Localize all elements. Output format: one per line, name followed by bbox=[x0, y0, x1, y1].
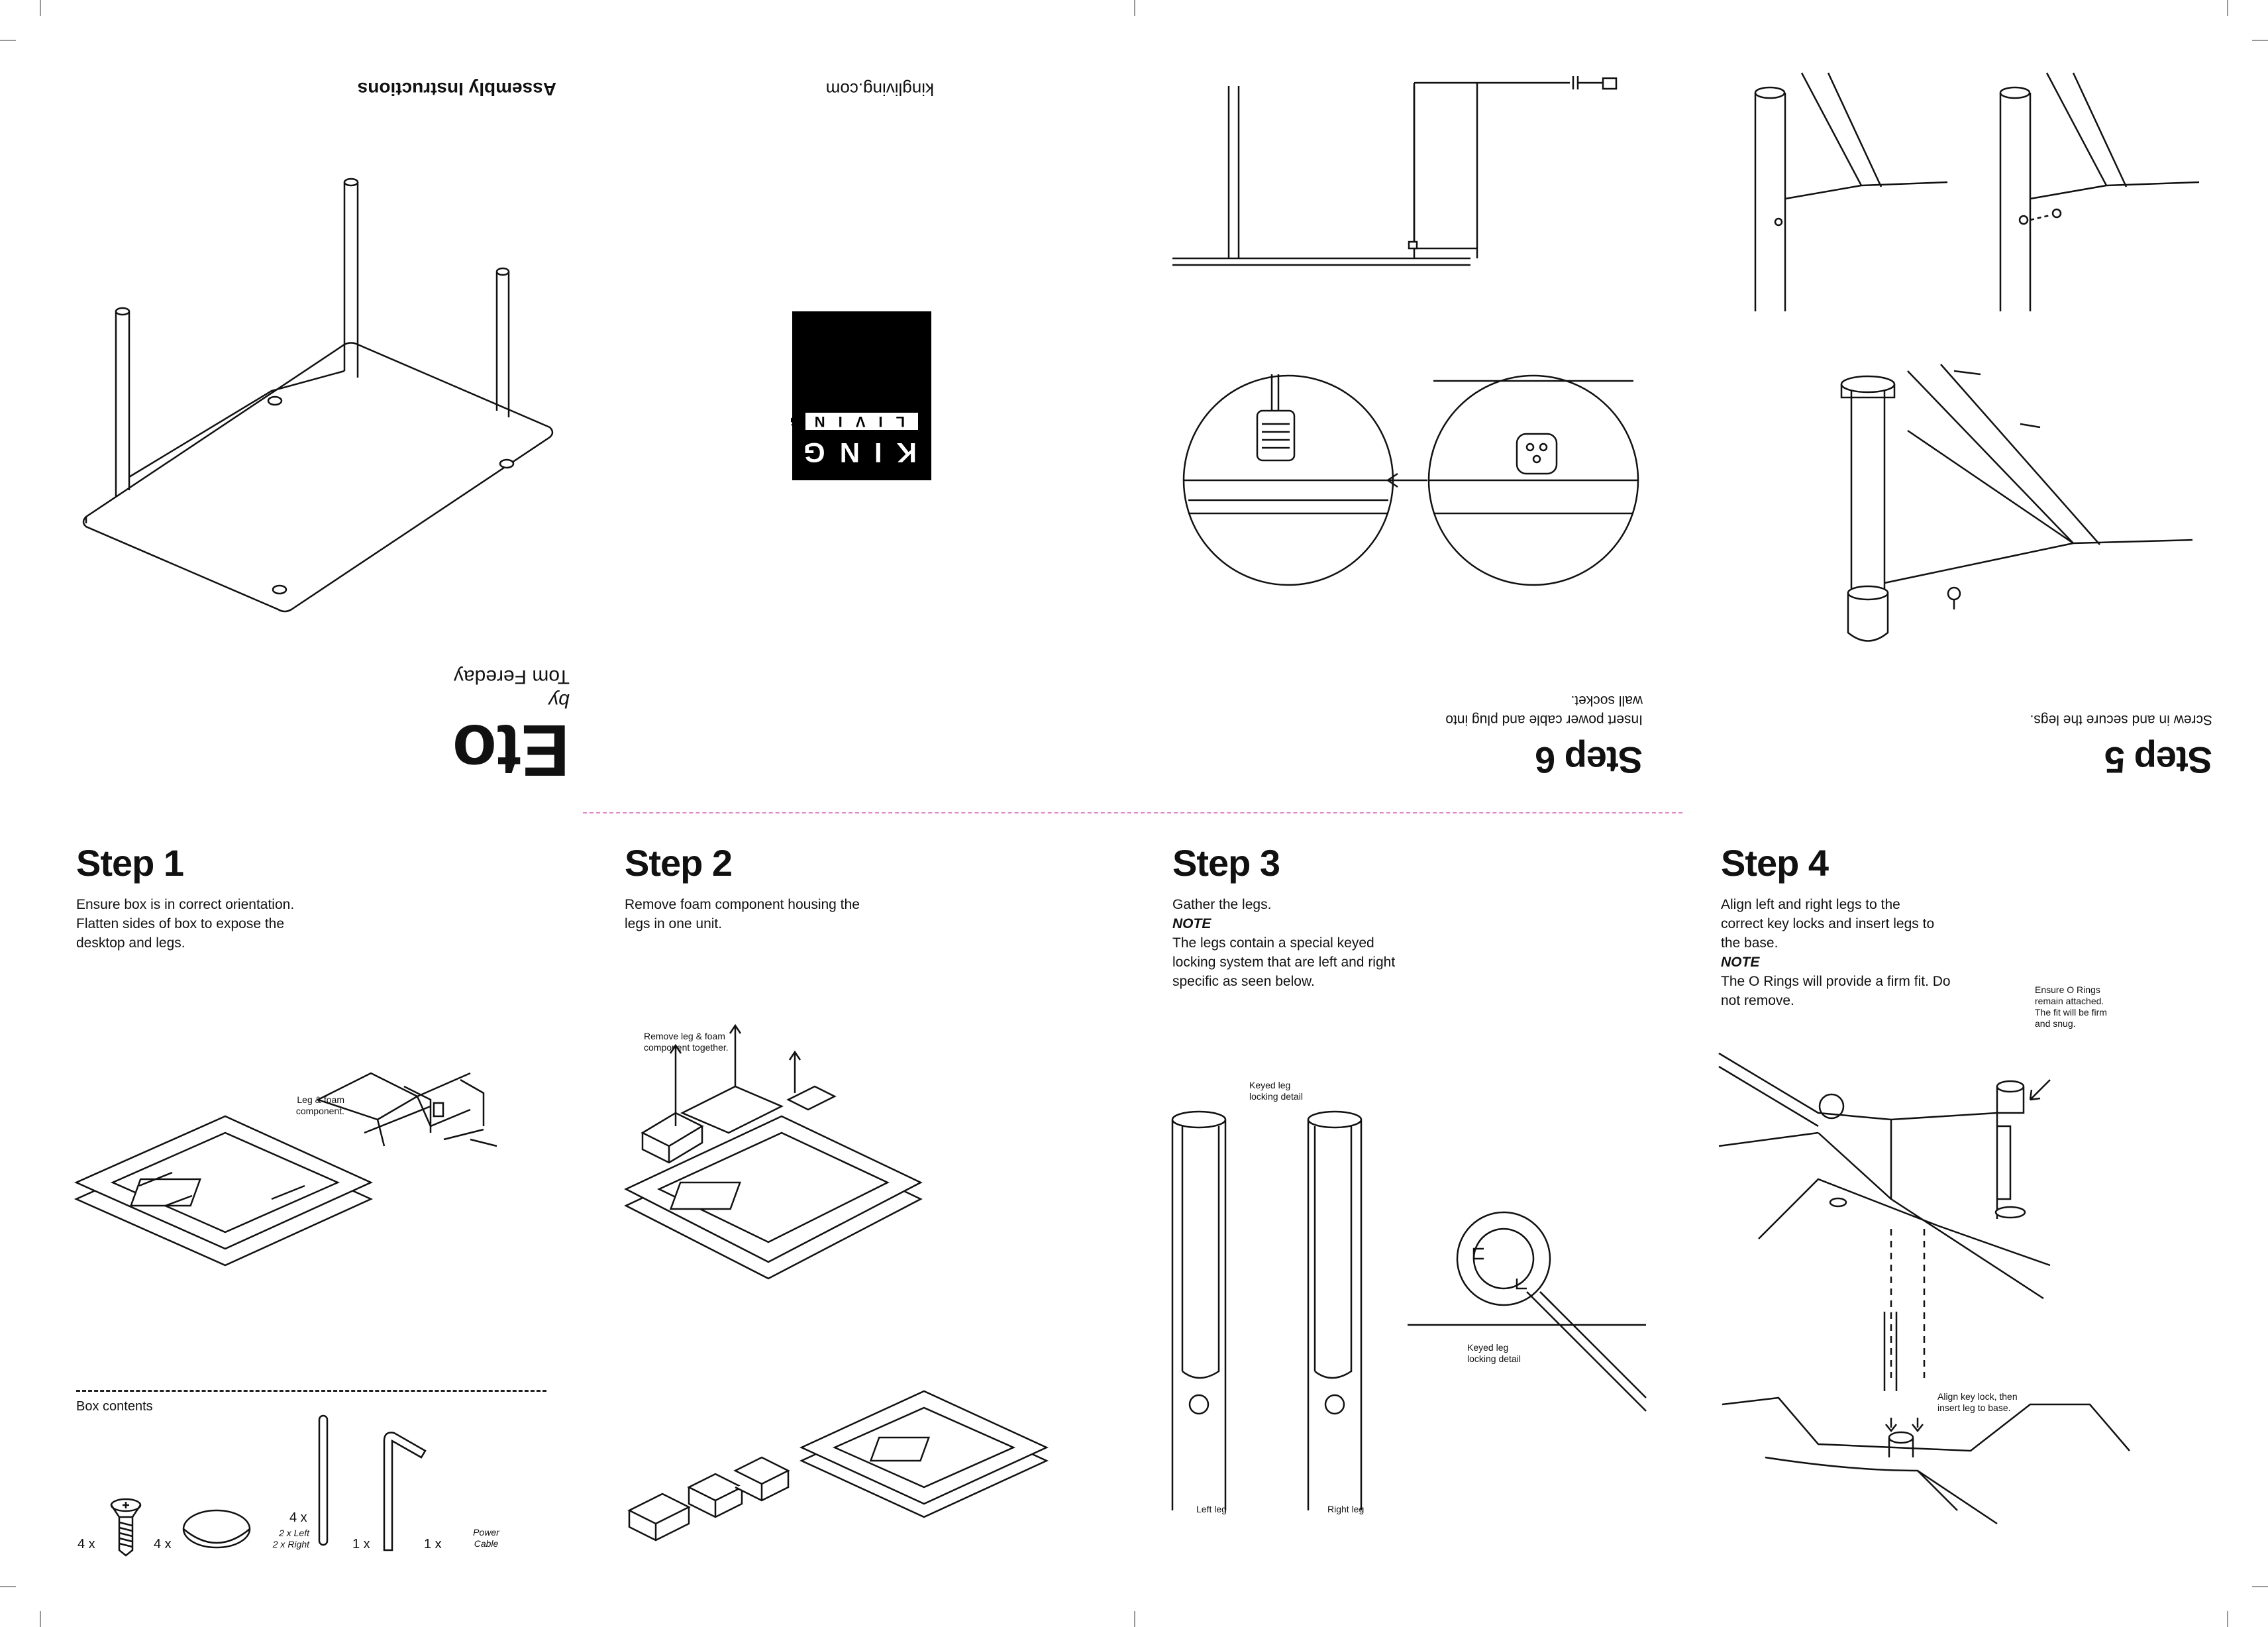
step6-block: Step 6 Insert power cable and plug into … bbox=[1338, 682, 1643, 782]
step5-title: Step 5 bbox=[2104, 739, 2212, 781]
step6-title: Step 6 bbox=[1535, 739, 1643, 781]
crop-mark bbox=[0, 40, 16, 41]
qty-cable: 1 x bbox=[424, 1537, 442, 1551]
step3-note-text: The legs contain a special keyed locking… bbox=[1172, 935, 1396, 989]
legs-sub-left: 2 x Left bbox=[279, 1528, 309, 1538]
step1-block: Step 1 Ensure box is in correct orientat… bbox=[76, 841, 315, 953]
step6-text: Insert power cable and plug into wall so… bbox=[1445, 693, 1643, 727]
screw-icon bbox=[106, 1497, 146, 1557]
pad-icon bbox=[180, 1504, 253, 1550]
legs-sub-right: 2 x Right bbox=[272, 1539, 309, 1549]
step2-callout: Remove leg & foam component together. bbox=[644, 1031, 729, 1053]
step4-block: Step 4 Align left and right legs to the … bbox=[1721, 841, 1973, 1010]
crop-mark bbox=[0, 1586, 16, 1587]
step3-callout-top: Keyed leg locking detail bbox=[1249, 1080, 1303, 1102]
step2-text: Remove foam component housing the legs i… bbox=[625, 897, 860, 931]
crop-mark bbox=[2227, 0, 2228, 16]
step6-detail-circles bbox=[1172, 371, 1649, 590]
qty-legs: 4 x bbox=[289, 1510, 307, 1525]
step1-text: Ensure box is in correct orientation. Fl… bbox=[76, 897, 295, 951]
step3-legs-illustration bbox=[1169, 1106, 1646, 1517]
step4-callout-top: Ensure O Rings remain attached. The fit … bbox=[2035, 984, 2107, 1029]
table-illustration bbox=[73, 172, 563, 623]
product-name: Eto bbox=[452, 709, 570, 791]
step5-text: Screw in and secure the legs. bbox=[2030, 712, 2212, 727]
step2-lift-illustration bbox=[623, 1014, 934, 1298]
step6-desk-illustration bbox=[1166, 73, 1656, 272]
step3-text: Gather the legs. bbox=[1172, 897, 1272, 912]
step4-note-text: The O Rings will provide a firm fit. Do … bbox=[1721, 974, 1951, 1008]
logo-king-text: KING bbox=[789, 437, 917, 468]
leg-icon bbox=[317, 1414, 330, 1547]
header-right: kingliving.com bbox=[788, 73, 934, 99]
step5-block: Step 5 Screw in and secure the legs. bbox=[1908, 682, 2212, 782]
product-title-block: Eto by Tom Fereday bbox=[411, 636, 570, 791]
qty-pads: 4 x bbox=[154, 1537, 172, 1551]
crop-mark bbox=[2252, 40, 2268, 41]
fold-line bbox=[583, 812, 1682, 814]
step4-note-label: NOTE bbox=[1721, 955, 1760, 970]
step1-box-illustration bbox=[73, 1047, 556, 1312]
step1-title: Step 1 bbox=[76, 842, 184, 884]
allen-key-icon bbox=[378, 1428, 431, 1553]
crop-mark bbox=[40, 0, 41, 16]
step2-unit-illustration bbox=[623, 1378, 1126, 1577]
step1-callout: Leg & foam component. bbox=[295, 1094, 344, 1116]
step4-callout-bottom: Align key lock, then insert leg to base. bbox=[1937, 1391, 2018, 1413]
website-label: kingliving.com bbox=[825, 79, 934, 99]
designer-name: Tom Fereday bbox=[453, 666, 570, 688]
by-label: by bbox=[548, 690, 570, 711]
step5-leg-illustration-a bbox=[1749, 73, 1967, 318]
crop-mark bbox=[2252, 1586, 2268, 1587]
assembly-instructions-label: Assembly Instructions bbox=[357, 79, 556, 99]
qty-screws: 4 x bbox=[77, 1537, 95, 1551]
crop-mark bbox=[40, 1611, 41, 1627]
step3-callout-side: Keyed leg locking detail bbox=[1467, 1342, 1521, 1364]
qty-allen-key: 1 x bbox=[352, 1537, 370, 1551]
header-left: Assembly Instructions bbox=[318, 73, 556, 99]
box-contents-divider bbox=[76, 1390, 546, 1392]
logo-living-text: LIVING bbox=[777, 413, 918, 430]
box-contents-label: Box contents bbox=[76, 1399, 153, 1414]
step3-block: Step 3 Gather the legs. NOTE The legs co… bbox=[1172, 841, 1424, 991]
step4-text: Align left and right legs to the correct… bbox=[1721, 897, 1935, 951]
step2-title: Step 2 bbox=[625, 842, 733, 884]
right-leg-label: Right leg bbox=[1327, 1504, 1365, 1514]
crop-mark bbox=[1134, 1611, 1135, 1627]
crop-mark bbox=[1134, 0, 1135, 16]
step3-note-label: NOTE bbox=[1172, 916, 1211, 931]
king-living-logo: KING LIVING bbox=[777, 311, 931, 480]
step4-base-illustration bbox=[1719, 1047, 2222, 1524]
step3-title: Step 3 bbox=[1172, 842, 1280, 884]
step5-leg-detail bbox=[1835, 358, 2226, 662]
cable-label: Power Cable bbox=[473, 1527, 499, 1549]
step5-leg-illustration-b bbox=[1994, 73, 2219, 318]
step2-block: Step 2 Remove foam component housing the… bbox=[625, 841, 876, 933]
crop-mark bbox=[2227, 1611, 2228, 1627]
left-leg-label: Left leg bbox=[1196, 1504, 1227, 1514]
step4-title: Step 4 bbox=[1721, 842, 1829, 884]
